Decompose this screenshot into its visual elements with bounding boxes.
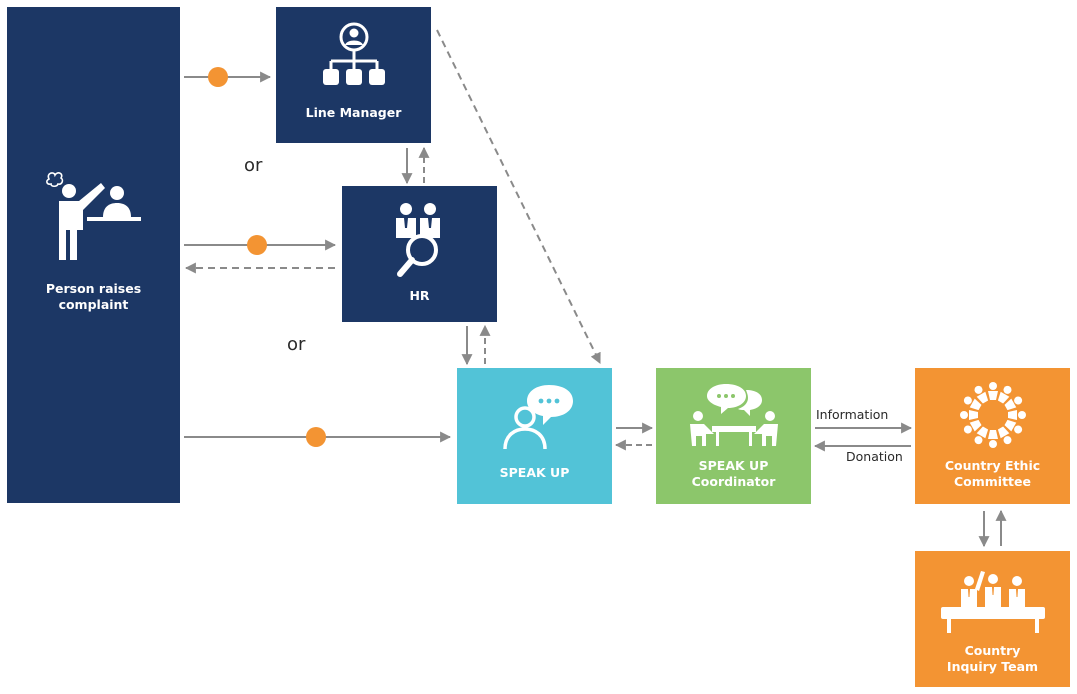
speech-bubble-user-icon — [503, 385, 573, 450]
line-manager-node: Line Manager — [276, 7, 431, 143]
information-label: Information — [816, 407, 889, 422]
ethic-committee-label: Country Ethic Committee — [944, 458, 1041, 489]
or-label-1: or — [244, 155, 263, 176]
dot-hr-path — [247, 235, 267, 255]
person-complaint-icon — [46, 172, 141, 260]
or-label-2: or — [287, 334, 306, 355]
coordinator-node: SPEAK UP Coordinator — [656, 368, 811, 504]
org-chart-icon — [323, 22, 385, 85]
donation-label: Donation — [846, 449, 903, 464]
speak-up-label: SPEAK UP — [499, 465, 570, 480]
meeting-icon — [690, 384, 778, 446]
ethic-committee-node: Country Ethic Committee — [915, 368, 1070, 504]
inquiry-team-label: Country Inquiry Team — [946, 643, 1039, 674]
speak-up-node: SPEAK UP — [457, 368, 612, 504]
circle-of-people-icon — [960, 382, 1026, 448]
hr-node: HR — [342, 186, 497, 322]
arrow-line-manager-to-speak-up-dashed — [436, 29, 601, 364]
line-manager-label: Line Manager — [305, 105, 402, 120]
panel-table-icon — [941, 571, 1045, 633]
person-label: Person raises complaint — [45, 281, 142, 312]
hr-search-icon — [396, 203, 440, 277]
dot-line-manager-path — [208, 67, 228, 87]
hr-label: HR — [409, 288, 430, 303]
inquiry-team-node: Country Inquiry Team — [915, 551, 1070, 687]
person-node: Person raises complaint — [7, 7, 180, 503]
dot-speak-up-path — [306, 427, 326, 447]
coordinator-label: SPEAK UP Coordinator — [691, 458, 776, 489]
